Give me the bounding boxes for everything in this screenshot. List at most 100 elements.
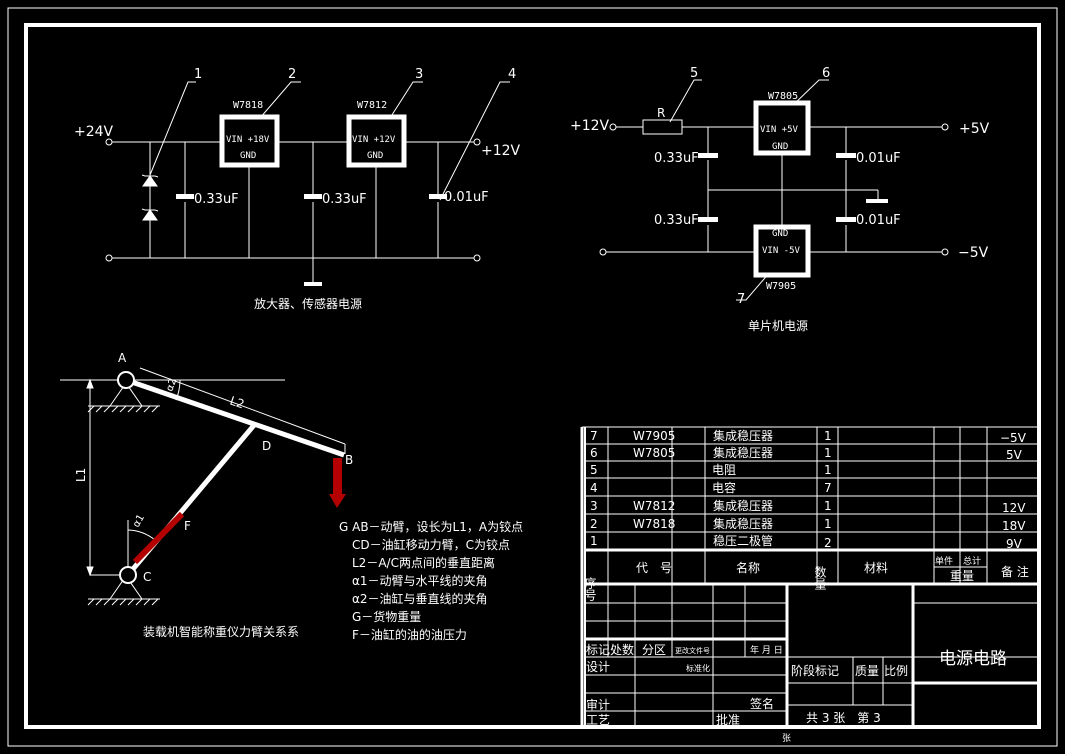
tb-count: 处数 — [610, 642, 634, 657]
legend-line-6: G－货物重量 — [352, 609, 421, 624]
mcu-cap-lt-plate — [698, 153, 718, 158]
amp-supply-caption: 放大器、传感器电源 — [254, 296, 362, 311]
mcu-pos-out-terminal — [941, 123, 949, 131]
inner-frame — [24, 23, 1041, 729]
mechanism-caption: 装载机智能称重仪力臂关系系 — [143, 624, 299, 639]
tb-change-doc: 更改文件号 — [675, 646, 710, 655]
row1-qty: 2 — [824, 536, 832, 550]
tb-approve: 批准 — [716, 712, 740, 727]
load-g-arrow — [333, 458, 342, 496]
tb-sheets: 共 3 张 第 3 — [806, 711, 881, 725]
callout-2: 2 — [288, 67, 296, 82]
table-row: 5 电阻 1 — [590, 463, 832, 477]
callout-3: 3 — [415, 67, 423, 82]
tb-stage-mark: 阶段标记 — [791, 663, 839, 678]
header-total-weight: 总计 — [963, 555, 981, 567]
row6-no: 6 — [590, 446, 598, 460]
mcu-supply-caption: 单片机电源 — [748, 319, 808, 333]
table-row: 2 W7818 集成稳压器 1 18V — [590, 516, 1026, 533]
mcu-neg-out-terminal — [941, 248, 949, 256]
row6-note: 5V — [1006, 448, 1023, 462]
row3-note: 12V — [1002, 501, 1026, 515]
mcu-ground-bar — [866, 199, 888, 203]
parts-list-rows: 7 W7905 集成稳压器 1 −5V 6 W7805 集成稳压器 1 5V 5… — [590, 428, 1027, 551]
row5-name: 电阻 — [712, 463, 736, 477]
tb-standardize: 标准化 — [686, 663, 710, 673]
mcu-cap-rb-plate — [836, 217, 856, 222]
table-row: 6 W7805 集成稳压器 1 5V — [590, 445, 1023, 462]
amp-cap2-label: 0.33uF — [322, 192, 367, 207]
callout-4: 4 — [508, 67, 516, 82]
row4-name: 电容 — [712, 480, 736, 495]
regulator-w7812 — [346, 114, 407, 168]
point-f-label: F — [184, 519, 191, 533]
row7-note: −5V — [1000, 431, 1027, 445]
reg-pos-line1: VIN +5V — [760, 125, 799, 135]
header-weight: 重量 — [950, 569, 974, 583]
zener-diode-lower — [141, 208, 159, 221]
row7-no: 7 — [590, 429, 598, 443]
pivot-c — [119, 566, 137, 584]
tb-design: 设计 — [586, 660, 610, 674]
row3-name: 集成稳压器 — [713, 498, 773, 513]
cap-c2-plate — [304, 194, 322, 199]
reg-neg-line2: VIN -5V — [762, 246, 801, 256]
row1-name: 稳压二极管 — [713, 533, 773, 548]
title-block — [585, 427, 1039, 727]
row7-qty: 1 — [824, 429, 832, 443]
header-code: 代 号 — [636, 561, 672, 575]
cap-c1-plate — [176, 194, 194, 199]
pivot-a — [117, 371, 135, 389]
row7-code: W7905 — [633, 429, 675, 443]
mcu-cap-lt-label: 0.33uF — [654, 151, 699, 166]
row2-no: 2 — [590, 517, 598, 531]
header-material: 材料 — [864, 561, 888, 575]
mcu-cap-lb-plate — [698, 217, 718, 222]
parts-list-table — [580, 426, 1038, 727]
reg-neg-line1: GND — [772, 229, 788, 239]
reg-pos-name: W7805 — [768, 91, 798, 102]
row7-name: 集成稳压器 — [713, 428, 773, 443]
tb-review: 审计 — [586, 697, 610, 712]
resistor-label: R — [657, 106, 665, 120]
zener-diode-upper — [141, 174, 159, 187]
amp-supply-out-label: +12V — [481, 143, 521, 159]
legend-line-2: CD－油缸移动力臂，C为铰点 — [352, 537, 510, 552]
mcu-cap-rt-label: 0.01uF — [856, 151, 901, 166]
regulator-w7805 — [753, 100, 811, 156]
reg1-name: W7818 — [233, 100, 263, 111]
boom-arm-ab — [125, 377, 345, 458]
cap-c3-plate — [429, 194, 447, 199]
point-a-label: A — [118, 351, 127, 365]
regulator-w7905 — [753, 224, 811, 278]
row3-code: W7812 — [633, 499, 675, 513]
reg2-name: W7812 — [357, 100, 387, 111]
row1-note: 9V — [1006, 537, 1023, 551]
load-g-arrowhead — [329, 494, 346, 508]
mcu-neg-out-label: −5V — [958, 245, 989, 261]
tb-sign: 签名 — [750, 696, 774, 711]
header-note: 备 注 — [1001, 564, 1029, 579]
table-row: 4 电容 7 — [590, 480, 832, 495]
header-unit-weight: 单件 — [935, 555, 953, 567]
row3-no: 3 — [590, 499, 598, 513]
row4-no: 4 — [590, 481, 598, 495]
amp-output-terminal — [473, 138, 481, 146]
tb-process: 工艺 — [586, 713, 610, 727]
point-d-label: D — [262, 439, 271, 453]
reg2-line1: VIN +12V — [352, 135, 396, 145]
legend-line-4: α1－动臂与水平线的夹角 — [352, 573, 488, 588]
reg1-line2: GND — [240, 151, 256, 161]
amp-ground-bar — [304, 282, 322, 286]
reg1-line1: VIN +18V — [226, 135, 270, 145]
callout-5: 5 — [690, 66, 698, 81]
mcu-pos-out-label: +5V — [959, 121, 990, 137]
table-row: 1 稳压二极管 2 9V — [590, 533, 1023, 551]
row2-qty: 1 — [824, 517, 832, 531]
amp-cap1-label: 0.33uF — [194, 192, 239, 207]
point-b-label: B — [345, 453, 353, 467]
callout-6: 6 — [822, 66, 830, 81]
header-name: 名称 — [736, 560, 760, 575]
